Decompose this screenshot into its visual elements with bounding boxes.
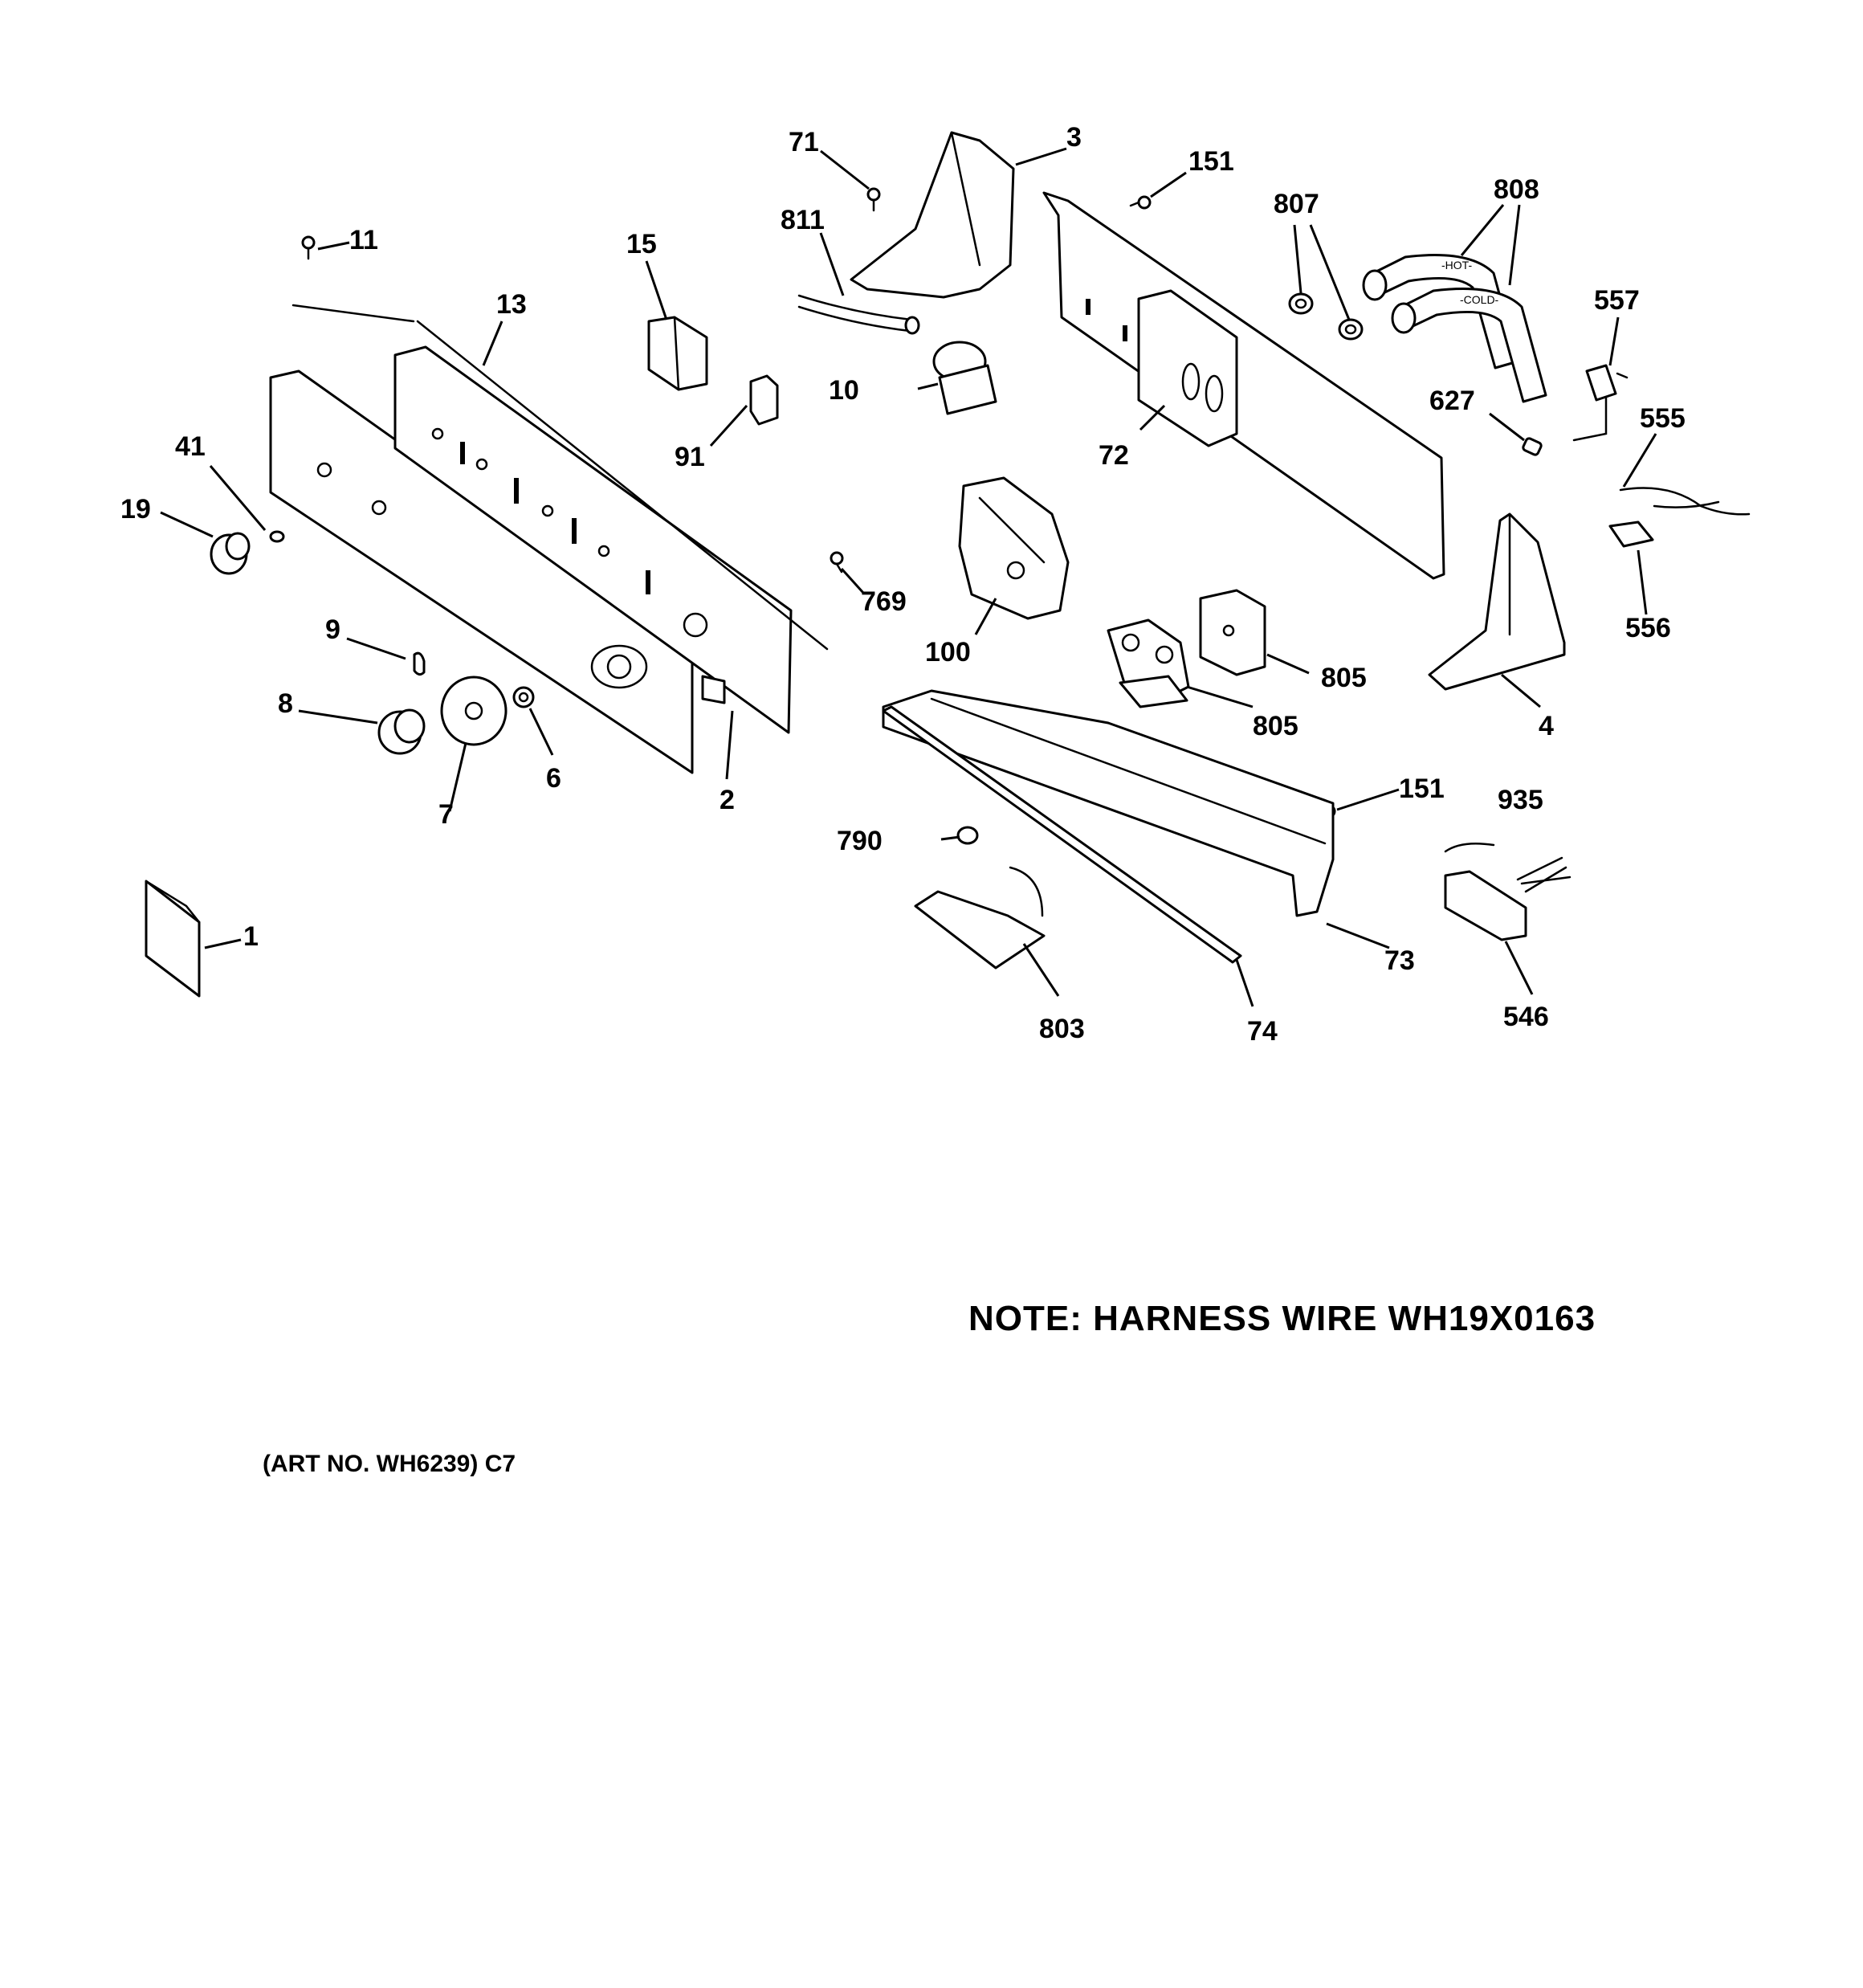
callout-803: 803 — [1039, 1014, 1085, 1044]
part-627-cap — [1522, 437, 1543, 456]
callout-808: 808 — [1494, 174, 1539, 205]
callout-11: 11 — [349, 225, 378, 255]
part-807-washers — [1288, 292, 1364, 341]
console-front-panel — [269, 369, 694, 774]
leader-lines — [160, 147, 1657, 1007]
part-8-timer-knob — [377, 708, 426, 755]
part-6-nut — [512, 686, 535, 708]
part-555-wire — [1619, 487, 1751, 516]
callout-3: 3 — [1066, 122, 1082, 153]
part-10-pressure-switch — [932, 341, 997, 415]
part-19-knob — [210, 532, 251, 575]
callout-557: 557 — [1594, 285, 1640, 316]
callout-71: 71 — [789, 127, 819, 157]
callout-151-lower: 151 — [1399, 774, 1445, 804]
callout-91: 91 — [675, 442, 705, 472]
part-790-clamp — [956, 826, 979, 845]
part-546-harness-connector — [1444, 856, 1572, 941]
part-556-connector — [1608, 520, 1654, 548]
callout-805-valve: 805 — [1253, 711, 1298, 741]
callout-100: 100 — [925, 637, 971, 667]
part-7-dial — [440, 676, 508, 746]
part-71-screw — [866, 187, 881, 212]
part-74-trim-strip — [882, 705, 1242, 964]
part-15-switch — [647, 316, 708, 391]
callout-13: 13 — [496, 289, 527, 320]
part-808-inlet-hoses: -HOT- -COLD- — [1362, 254, 1547, 403]
callout-6: 6 — [546, 763, 561, 794]
callout-9: 9 — [325, 614, 340, 645]
callout-807: 807 — [1274, 189, 1319, 219]
callout-2: 2 — [720, 785, 735, 815]
callout-74: 74 — [1247, 1016, 1278, 1047]
callout-10: 10 — [829, 375, 859, 406]
callout-73: 73 — [1384, 945, 1415, 976]
part-100-timer — [958, 476, 1070, 620]
callout-15: 15 — [626, 229, 657, 259]
hot-hose-label: -HOT- — [1441, 259, 1472, 271]
callout-7: 7 — [438, 799, 454, 830]
part-13-control-panel-bracket — [291, 304, 829, 734]
callout-4: 4 — [1539, 711, 1554, 741]
callout-8: 8 — [278, 688, 293, 719]
part-11-screw — [301, 235, 316, 260]
callout-556: 556 — [1625, 613, 1671, 643]
part-91-switch — [749, 374, 779, 426]
part-72-rear-panel — [1042, 191, 1445, 580]
part-73-base-panel — [882, 689, 1335, 917]
callout-151-upper: 151 — [1188, 146, 1234, 177]
callout-805-bracket: 805 — [1321, 663, 1367, 693]
callout-19: 19 — [120, 494, 151, 525]
callout-769: 769 — [861, 586, 907, 617]
part-935-wire — [1444, 843, 1495, 853]
part-1-literature — [145, 880, 201, 998]
part-41-clip — [269, 530, 285, 543]
callout-790: 790 — [837, 826, 883, 856]
part-811-hose — [797, 294, 920, 335]
part-151-screw-upper — [1129, 195, 1152, 210]
callout-555: 555 — [1640, 403, 1686, 434]
part-803-drain-hose — [914, 866, 1046, 970]
callout-1: 1 — [243, 921, 259, 952]
part-805-valve-bracket — [1199, 589, 1266, 676]
cold-hose-label: -COLD- — [1460, 293, 1499, 306]
part-3-end-cap — [850, 131, 1015, 299]
art-number-label: (ART NO. WH6239) C7 — [263, 1451, 516, 1477]
part-4-end-cap — [1428, 512, 1566, 691]
callout-41: 41 — [175, 431, 206, 462]
part-9-clip — [413, 651, 426, 676]
callout-72: 72 — [1099, 440, 1129, 471]
part-557-power-cord — [1572, 364, 1629, 442]
callout-labels: 71 3 151 807 808 811 15 11 13 557 10 627… — [120, 122, 1686, 1047]
harness-note: NOTE: HARNESS WIRE WH19X0163 — [968, 1299, 1596, 1338]
callout-811: 811 — [781, 205, 825, 235]
part-805-water-valve — [1107, 618, 1190, 708]
callout-935: 935 — [1498, 785, 1543, 815]
callout-546: 546 — [1503, 1002, 1549, 1032]
callout-627: 627 — [1429, 386, 1475, 416]
part-2-panel-tab — [701, 675, 726, 704]
part-769-screw — [830, 551, 844, 574]
